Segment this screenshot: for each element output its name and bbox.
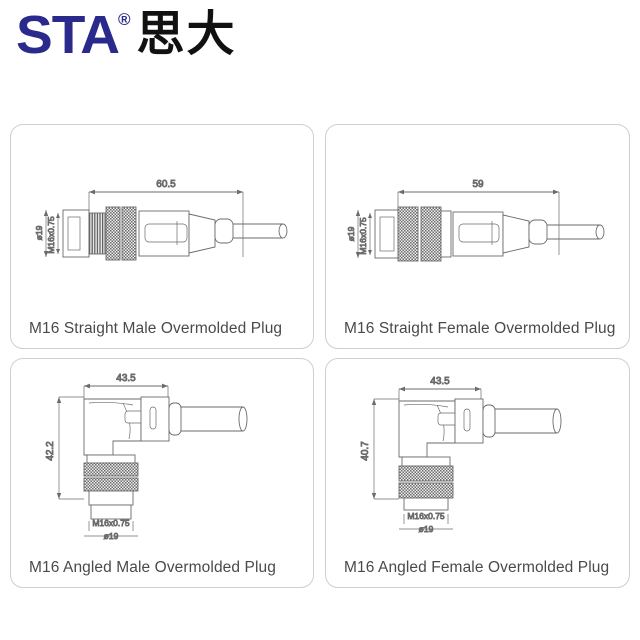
technical-drawing-straight-male: 60.5 ø19 M16x0.75 [11,125,313,348]
dimension-height-value: 40.7 [360,441,371,461]
product-panel-m16-angled-male[interactable]: 43.5 42.2 [10,358,314,588]
product-grid: 60.5 ø19 M16x0.75 [10,124,630,592]
product-panel-m16-straight-female[interactable]: 59 ø19 M16x0.75 [325,124,630,349]
logo-text-sta: STA [16,5,120,65]
dimension-thread-value: M16x0.75 [46,216,56,254]
company-logo: STA ® 思大 [16,8,237,62]
dimension-thread-value: M16x0.75 [92,518,130,528]
product-panel-m16-angled-female[interactable]: 43.5 40.7 [325,358,630,588]
dimension-length-value: 60.5 [156,179,176,190]
dimension-diameter-value: ø19 [419,524,434,534]
technical-drawing-straight-female: 59 ø19 M16x0.75 [326,125,629,348]
technical-drawing-angled-female: 43.5 40.7 [326,359,629,587]
dimension-length-value: 43.5 [116,373,136,384]
page-header: STA ® 思大 [0,0,640,100]
dimension-diameter-value: ø19 [104,531,119,541]
logo-text-chinese: 思大 [136,6,237,62]
dimension-length-value: 43.5 [430,376,450,387]
dimension-thread-value: M16x0.75 [358,217,368,255]
dimension-diameter-value: ø19 [34,225,44,240]
dimension-height-value: 42.2 [45,441,56,461]
panel-caption-angled-male: M16 Angled Male Overmolded Plug [29,559,276,576]
dimension-thread-value: M16x0.75 [407,511,445,521]
dimension-length-value: 59 [472,179,484,190]
registered-trademark-icon: ® [118,10,131,29]
technical-drawing-angled-male: 43.5 42.2 [11,359,313,587]
dimension-diameter-value: ø19 [346,226,356,241]
panel-caption-straight-female: M16 Straight Female Overmolded Plug [344,320,616,337]
panel-caption-angled-female: M16 Angled Female Overmolded Plug [344,559,610,576]
panel-caption-straight-male: M16 Straight Male Overmolded Plug [29,320,283,337]
product-panel-m16-straight-male[interactable]: 60.5 ø19 M16x0.75 [10,124,314,349]
